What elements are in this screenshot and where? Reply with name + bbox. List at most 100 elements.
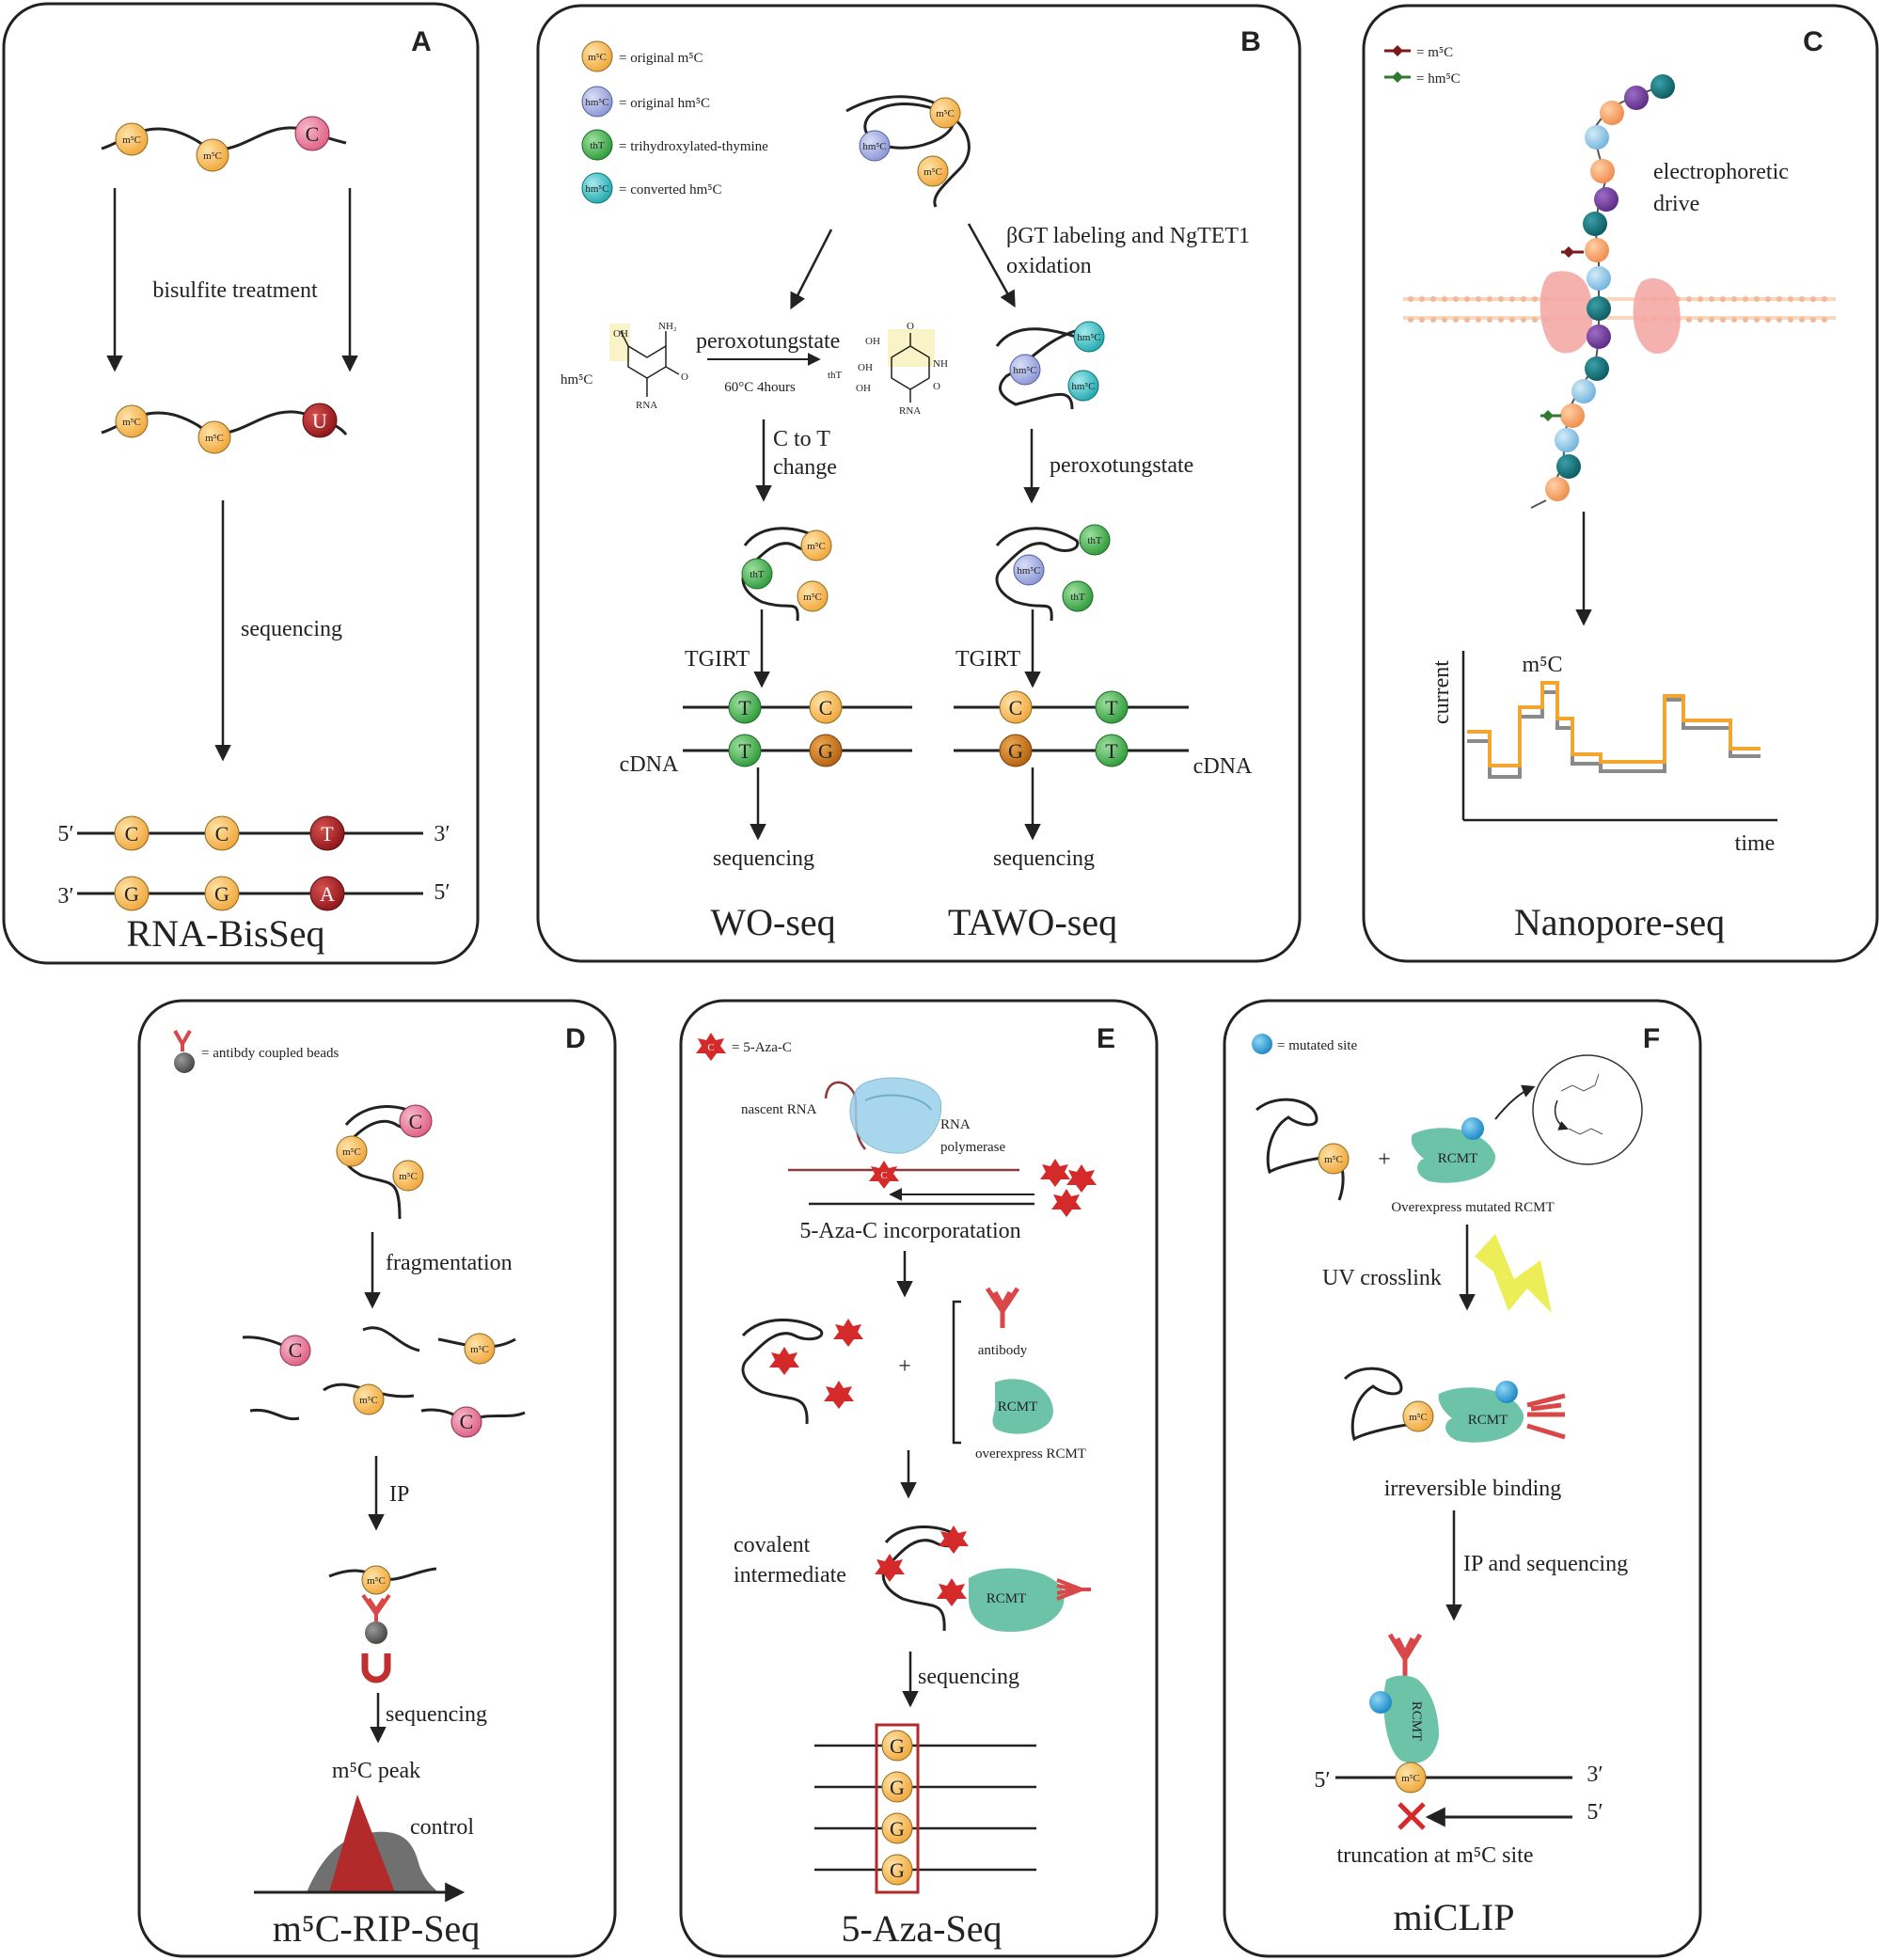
oxidation-label: oxidation: [1006, 254, 1092, 278]
svg-text:G: G: [1008, 739, 1023, 763]
svg-text:5′: 5′: [434, 880, 450, 905]
bisulfite-label: bisulfite treatment: [152, 278, 318, 303]
svg-text:TGIRT: TGIRT: [955, 647, 1021, 672]
svg-text:5′: 5′: [1587, 1800, 1603, 1825]
svg-text:T: T: [738, 739, 751, 763]
svg-text:T: T: [1105, 739, 1118, 763]
current-axis-label: current: [1429, 660, 1454, 724]
svg-text:RNA: RNA: [899, 405, 921, 417]
svg-text:G: G: [890, 1858, 905, 1882]
svg-text:OH: OH: [865, 336, 880, 347]
svg-text:3′: 3′: [57, 884, 73, 909]
panel-a-border: [2, 2, 480, 965]
svg-text:C: C: [306, 122, 320, 146]
panel-a-label: A: [411, 26, 432, 57]
svg-text:thT: thT: [1070, 592, 1085, 603]
svg-text:hm⁵C: hm⁵C: [585, 97, 608, 108]
svg-text:5′: 5′: [57, 822, 73, 846]
panel-c-border: [1362, 4, 1879, 963]
plus-e: +: [898, 1354, 911, 1379]
svg-text:= original hm⁵C: = original hm⁵C: [619, 96, 710, 111]
svg-text:O: O: [907, 321, 914, 332]
panel-b-label: B: [1240, 26, 1261, 57]
panel-c-title: Nanopore-seq: [1514, 901, 1725, 943]
svg-text:T: T: [321, 822, 334, 846]
panel-a-title: RNA-BisSeq: [126, 912, 324, 955]
svg-text:hm⁵C: hm⁵C: [862, 141, 886, 152]
svg-text:antibody: antibody: [978, 1343, 1028, 1358]
svg-text:hm⁵C: hm⁵C: [1077, 332, 1100, 343]
svg-text:hm⁵C: hm⁵C: [1071, 381, 1095, 392]
panel-e-border: [679, 999, 1159, 1958]
svg-text:A: A: [320, 882, 335, 906]
svg-text:hm⁵C: hm⁵C: [1017, 565, 1040, 577]
panel-b: B m⁵C = original m⁵C hm⁵C = original hm⁵…: [561, 26, 1261, 943]
svg-text:C to T: C to T: [773, 427, 830, 451]
svg-text:C: C: [707, 1042, 714, 1053]
svg-text:= 5-Aza-C: = 5-Aza-C: [732, 1040, 792, 1055]
svg-text:C: C: [125, 822, 139, 846]
svg-text:= mutated site: = mutated site: [1277, 1038, 1357, 1053]
svg-text:G: G: [124, 882, 139, 906]
panel-c: C = m⁵C = hm⁵C: [1384, 26, 1836, 943]
bgt-label: βGT labeling and NgTET1: [1006, 224, 1250, 248]
svg-text:peroxotungstate: peroxotungstate: [1050, 453, 1193, 478]
svg-text:C: C: [819, 696, 833, 719]
incorp-label: 5-Aza-C incorporatation: [799, 1219, 1020, 1243]
svg-text:RNA: RNA: [636, 400, 657, 411]
svg-text:m⁵C: m⁵C: [807, 541, 826, 552]
svg-text:G: G: [818, 739, 833, 763]
svg-text:OH: OH: [856, 383, 871, 394]
svg-text:RCMT: RCMT: [1468, 1413, 1508, 1428]
svg-text:polymerase: polymerase: [940, 1140, 1005, 1155]
svg-text:RCMT: RCMT: [1438, 1151, 1478, 1166]
drive-label-1: electrophoretic: [1653, 160, 1789, 184]
binding-label: irreversible binding: [1384, 1477, 1562, 1501]
panel-f: F = mutated site m⁵C + RCMT Overexpress …: [1252, 1023, 1660, 1938]
svg-text:= antibdy coupled beads: = antibdy coupled beads: [201, 1046, 339, 1061]
svg-text:change: change: [773, 455, 837, 480]
covalent-label-2: intermediate: [734, 1563, 846, 1588]
tawo-seq-title: TAWO-seq: [948, 901, 1117, 943]
panel-e: E C = 5-Aza-C nascent RNA RNA polymerase…: [696, 1023, 1115, 1950]
svg-text:nascent RNA: nascent RNA: [741, 1102, 817, 1117]
svg-text:m⁵C: m⁵C: [588, 52, 607, 63]
svg-text:G: G: [214, 882, 229, 906]
svg-text:TGIRT: TGIRT: [685, 647, 750, 672]
svg-text:T: T: [738, 696, 751, 719]
svg-text:m⁵C: m⁵C: [924, 166, 942, 178]
uv-label: UV crosslink: [1322, 1266, 1442, 1290]
svg-text:= hm⁵C: = hm⁵C: [1416, 71, 1461, 87]
svg-text:C: C: [409, 1110, 423, 1133]
svg-text:G: G: [890, 1817, 905, 1841]
panel-e-label: E: [1097, 1023, 1115, 1054]
svg-text:RCMT: RCMT: [1409, 1701, 1424, 1742]
perox-label: peroxotungstate: [696, 329, 840, 354]
svg-text:hm⁵C: hm⁵C: [1013, 365, 1036, 376]
svg-text:m⁵C: m⁵C: [205, 433, 224, 444]
wo-seq-title: WO-seq: [710, 901, 835, 943]
svg-text:C: C: [880, 1170, 887, 1181]
svg-text:thT: thT: [590, 140, 605, 151]
sequencing-label-e: sequencing: [918, 1665, 1019, 1689]
panel-f-title: miCLIP: [1394, 1896, 1515, 1938]
svg-text:cDNA: cDNA: [620, 752, 679, 777]
svg-text:OH: OH: [613, 328, 628, 340]
sequencing-label-d: sequencing: [386, 1702, 487, 1727]
svg-text:RNA: RNA: [940, 1117, 971, 1132]
svg-text:OH: OH: [858, 362, 873, 373]
svg-text:O: O: [681, 371, 688, 383]
svg-text:m⁵C: m⁵C: [1401, 1773, 1420, 1784]
drive-label-2: drive: [1653, 192, 1699, 216]
svg-text:RCMT: RCMT: [998, 1399, 1038, 1415]
svg-text:m⁵C: m⁵C: [1324, 1154, 1343, 1165]
svg-text:m⁵C: m⁵C: [367, 1575, 386, 1587]
panel-d: D = antibdy coupled beads C m⁵C m⁵C frag…: [173, 1023, 586, 1950]
fragmentation-label: fragmentation: [386, 1251, 513, 1275]
panel-a: A m⁵C m⁵C C bisulfite treatment m⁵C m⁵C …: [57, 26, 450, 955]
svg-text:thT: thT: [750, 569, 765, 580]
svg-text:m⁵C: m⁵C: [936, 108, 955, 119]
svg-text:C: C: [289, 1338, 303, 1362]
svg-text:5′: 5′: [1314, 1768, 1330, 1793]
